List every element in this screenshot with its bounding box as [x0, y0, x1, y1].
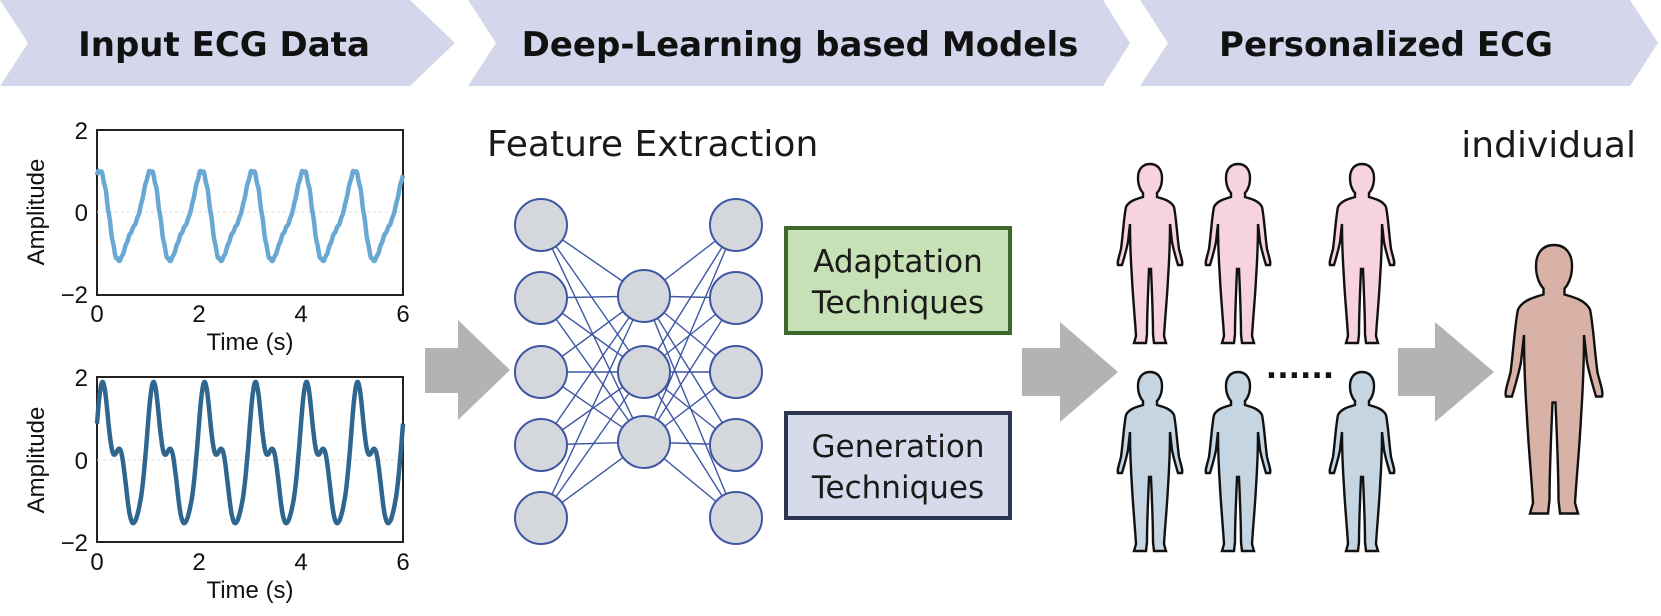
step-1-title: Input ECG Data	[78, 25, 370, 65]
chart-1-xtick-4: 4	[294, 301, 307, 328]
population-figures: ......	[1116, 162, 1396, 553]
chart-2-ytick-neg2: −2	[61, 530, 88, 557]
chart-2-xlabel: Time (s)	[206, 577, 293, 604]
step-2-title: Deep-Learning based Models	[522, 25, 1079, 65]
flow-arrow-2	[1022, 322, 1118, 422]
nn-node-layer1-2	[514, 271, 568, 325]
nn-node-layer1-1	[514, 198, 568, 252]
nn-node-layer3-3	[709, 345, 763, 399]
person-pink-2	[1204, 162, 1272, 345]
nn-edge	[540, 371, 645, 519]
step-3-title: Personalized ECG	[1219, 25, 1553, 65]
chart-1-ytick-0: 0	[75, 200, 88, 227]
nn-node-layer2-3	[617, 415, 671, 469]
nn-node-layer1-4	[514, 418, 568, 472]
adaptation-label-line-1: Adaptation	[813, 244, 983, 280]
chart-2-xtick-0: 0	[90, 549, 103, 576]
nn-edge	[643, 371, 737, 519]
nn-node-layer2-2	[617, 345, 671, 399]
person-blue-2	[1204, 370, 1272, 553]
person-blue-1	[1116, 370, 1184, 553]
generation-box: Generation Techniques	[784, 411, 1012, 520]
chart-1-ylabel: Amplitude	[23, 159, 50, 266]
nn-edge	[643, 224, 737, 443]
nn-edge	[540, 295, 645, 519]
neural-network	[514, 198, 763, 545]
person-pink-1	[1116, 162, 1184, 345]
chart-2-xtick-4: 4	[294, 549, 307, 576]
chart-1-xlabel: Time (s)	[206, 329, 293, 356]
nn-edge	[540, 295, 645, 446]
nn-node-layer3-2	[709, 271, 763, 325]
flow-arrow-3	[1398, 322, 1494, 422]
nn-edge	[643, 224, 737, 373]
person-pink-3	[1328, 162, 1396, 345]
chart-1-ytick-2: 2	[75, 118, 88, 145]
ecg-chart-2: 2 0 −2 0 2 4 6 Time (s) Amplitude	[23, 365, 410, 604]
chevron-step-3	[1140, 0, 1658, 86]
ecg-series-1	[94, 168, 406, 264]
chart-2-xtick-2: 2	[192, 549, 205, 576]
chart-1-ytick-neg2: −2	[61, 282, 88, 309]
nn-node-layer3-1	[709, 198, 763, 252]
ecg-series-2	[94, 379, 406, 526]
nn-node-layer3-5	[709, 491, 763, 545]
chart-2-xtick-6: 6	[396, 549, 409, 576]
chevron-step-1	[0, 0, 455, 86]
generation-label-line-1: Generation	[812, 429, 985, 465]
chart-2-ylabel: Amplitude	[23, 407, 50, 514]
chart-2-ytick-2: 2	[75, 365, 88, 392]
chart-1-xtick-6: 6	[396, 301, 409, 328]
generation-box-rect	[784, 411, 1012, 520]
person-individual	[1504, 243, 1604, 515]
feature-extraction-label: Feature Extraction	[487, 124, 818, 165]
individual-figure	[1504, 243, 1604, 515]
chart-1-xtick-0: 0	[90, 301, 103, 328]
generation-label-line-2: Techniques	[811, 470, 984, 506]
flow-arrow-1	[425, 320, 510, 420]
individual-label: individual	[1461, 125, 1636, 166]
nn-node-layer1-3	[514, 345, 568, 399]
adaptation-label-line-2: Techniques	[811, 285, 984, 321]
nn-edge	[643, 297, 737, 443]
person-blue-3	[1328, 370, 1396, 553]
nn-node-layer2-1	[617, 269, 671, 323]
ecg-chart-1: 2 0 −2 0 2 4 6 Time (s) Amplitude	[23, 118, 410, 356]
nn-edge	[540, 224, 645, 373]
chart-1-xtick-2: 2	[192, 301, 205, 328]
chevron-step-2	[468, 0, 1130, 86]
nn-node-layer3-4	[709, 418, 763, 472]
header-bar: Input ECG Data Deep-Learning based Model…	[0, 0, 1658, 86]
nn-node-layer1-5	[514, 491, 568, 545]
adaptation-box-rect	[784, 226, 1012, 335]
chart-2-ytick-0: 0	[75, 448, 88, 475]
adaptation-box: Adaptation Techniques	[784, 226, 1012, 335]
population-ellipsis: ......	[1266, 351, 1334, 386]
